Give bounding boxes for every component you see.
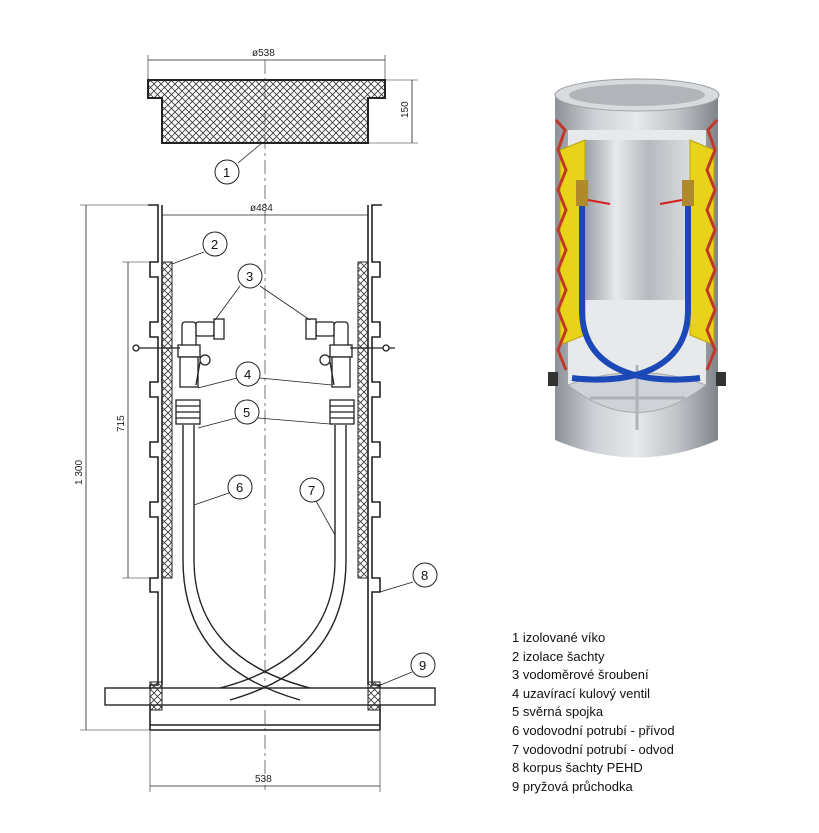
callout-2: 2 <box>171 231 228 265</box>
insulation-height-label: 715 <box>116 415 127 432</box>
legend-item-3: 3 vodoměrové šroubení <box>512 667 649 683</box>
svg-text:5: 5 <box>243 405 250 420</box>
svg-text:8: 8 <box>421 568 428 583</box>
callout-9: 9 <box>377 652 436 687</box>
legend-item-6: 6 vodovodní potrubí - přívod <box>512 722 675 738</box>
fittings-right <box>305 318 395 425</box>
legend-item-4: 4 uzavírací kulový ventil <box>512 685 651 701</box>
blue-pipe-right <box>571 205 691 383</box>
insulation-right <box>357 261 369 579</box>
base-width-label: 538 <box>255 774 272 785</box>
inner-diameter-dimension: ø484 <box>162 203 368 216</box>
legend-item-5: 5 svěrná spojka <box>512 704 604 720</box>
svg-text:9: 9 <box>419 658 426 673</box>
svg-text:7: 7 <box>308 483 315 498</box>
callout-4: 4 <box>197 361 333 389</box>
callout-6: 6 <box>193 474 253 506</box>
lid-height-label: 150 <box>400 101 411 118</box>
callout-3: 3 <box>214 263 311 321</box>
lid-height-dimension: 150 <box>368 79 418 144</box>
fittings-left <box>132 318 225 425</box>
callout-7: 7 <box>299 477 336 536</box>
callout-5: 5 <box>197 399 331 429</box>
svg-text:3: 3 <box>246 269 253 284</box>
base-width-dimension: 538 <box>149 730 381 792</box>
cutaway-render <box>548 78 726 458</box>
legend: 1 izolované víko 2 izolace šachty 3 vodo… <box>512 629 812 796</box>
legend-item-2: 2 izolace šachty <box>512 648 605 664</box>
inner-diameter-label: ø484 <box>250 203 273 214</box>
svg-text:6: 6 <box>236 480 243 495</box>
legend-item-1: 1 izolované víko <box>512 630 606 645</box>
legend-item-8: 8 korpus šachty PEHD <box>512 760 643 776</box>
water-pipes <box>182 425 347 701</box>
svg-text:4: 4 <box>244 367 251 382</box>
total-height-dimension: 1 300 <box>74 204 150 731</box>
svg-text:2: 2 <box>211 237 218 252</box>
insulation-height-dimension: 715 <box>116 261 150 579</box>
svg-text:1: 1 <box>223 165 230 180</box>
lid-diameter-dimension: ø538 <box>147 48 386 80</box>
legend-item-9: 9 pryžová průchodka <box>512 778 633 794</box>
lid-diameter-label: ø538 <box>252 48 275 59</box>
insulated-lid <box>147 79 386 144</box>
blue-pipe-left <box>579 205 701 383</box>
base-plate <box>104 687 436 706</box>
insulation-left <box>161 261 173 579</box>
legend-item-7: 7 vodovodní potrubí - odvod <box>512 741 674 757</box>
callout-8: 8 <box>379 562 438 593</box>
total-height-label: 1 300 <box>74 460 85 485</box>
callout-1: 1 <box>214 142 263 185</box>
rubber-grommet-left <box>149 681 163 711</box>
rubber-grommet-right <box>367 681 381 711</box>
